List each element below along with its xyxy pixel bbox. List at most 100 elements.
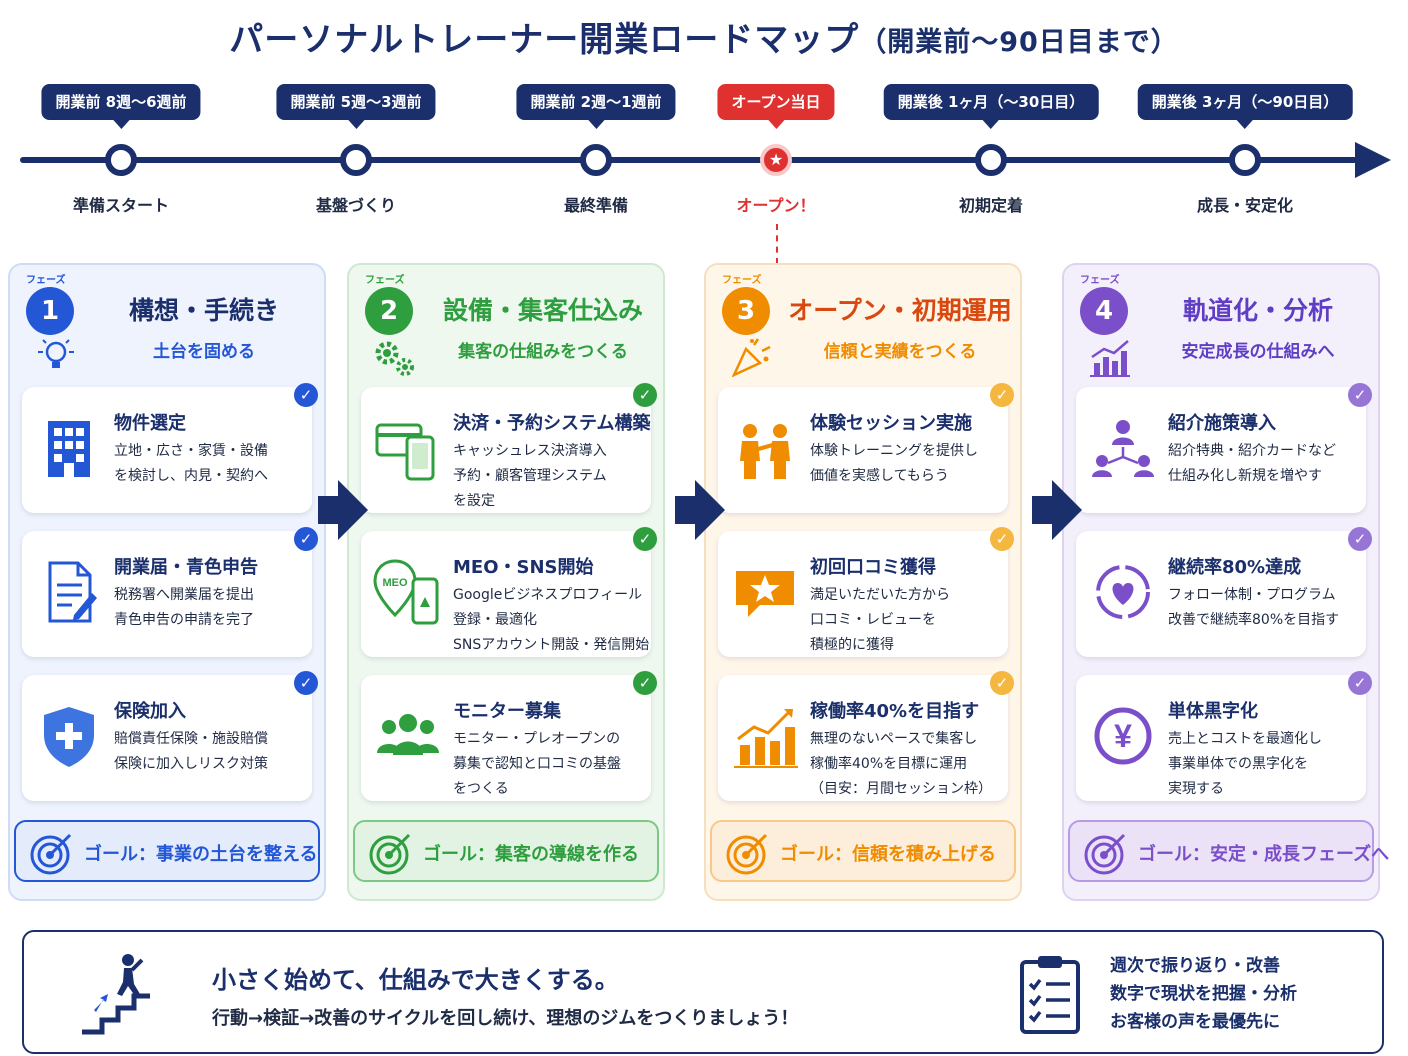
phase-tag: フェーズ bbox=[1080, 275, 1120, 286]
phase-title: オープン・初期運用 bbox=[788, 296, 1012, 325]
card-desc-line: 無理のないペースで集客し bbox=[810, 731, 978, 747]
goal-banner: ゴール：安定・成長フェーズへ bbox=[1068, 820, 1389, 882]
phase-header: フェーズ 4 軌道化・分析 安定成長の仕組みへ bbox=[1064, 265, 1378, 385]
phase-arrow-icon bbox=[318, 480, 368, 540]
timeline-label-5: 開業後 1ヶ月（〜30日目） bbox=[883, 84, 1099, 129]
card-desc-line: フォロー体制・プログラム bbox=[1168, 587, 1336, 603]
check-icon: ✓ bbox=[633, 671, 657, 695]
climbing-stairs-icon bbox=[82, 954, 150, 1035]
card-payment-system: 決済・予約システム構築 キャッシュレス決済導入 予約・顧客管理システム を設定 … bbox=[361, 383, 657, 514]
check-icon: ✓ bbox=[633, 383, 657, 407]
timeline-label-open: オープン当日 bbox=[717, 84, 835, 129]
card-monitor: モニター募集 モニター・プレオープンの 募集で認知と口コミの基盤 をつくる ✓ bbox=[361, 671, 657, 802]
goal-banner: ゴール：信頼を積み上げる bbox=[710, 820, 1016, 882]
title-sub: （開業前〜90日目まで） bbox=[859, 27, 1179, 58]
review-icon bbox=[736, 571, 794, 617]
target-icon bbox=[30, 833, 72, 875]
timeline-name-open: オープン！ bbox=[736, 196, 816, 215]
goal-banner: ゴール：集客の導線を作る bbox=[353, 820, 659, 882]
timeline-label-6: 開業後 3ヶ月（〜90日目） bbox=[1137, 84, 1353, 129]
meo-label: MEO bbox=[382, 577, 408, 589]
card-desc-line: 保険に加入しリスク対策 bbox=[114, 756, 268, 772]
phase-4-column: フェーズ 4 軌道化・分析 安定成長の仕組みへ 紹介施策導入 紹介特典・紹介カー… bbox=[1062, 263, 1389, 901]
card-desc-line: 稼働率40%を目標に運用 bbox=[810, 756, 968, 772]
star-icon: ★ bbox=[760, 144, 792, 176]
check-icon: ✓ bbox=[294, 527, 318, 551]
checklist-icon bbox=[1020, 956, 1080, 1034]
card-title: 保険加入 bbox=[114, 701, 186, 722]
timeline-dot-3 bbox=[580, 144, 612, 176]
card-desc: モニター・プレオープンの 募集で認知と口コミの基盤 をつくる bbox=[453, 727, 649, 802]
card-referral: 紹介施策導入 紹介特典・紹介カードなど 仕組み化し新規を増やす ✓ bbox=[1076, 383, 1372, 513]
card-desc-line: 体験トレーニングを提供し bbox=[810, 443, 978, 459]
card-title: 決済・予約システム構築 bbox=[453, 413, 651, 434]
building-icon bbox=[48, 421, 90, 477]
session-icon bbox=[740, 424, 790, 479]
card-desc-line: 賠償責任保険・施設賠償 bbox=[114, 731, 268, 747]
meo-icon: MEO bbox=[373, 559, 439, 625]
card-desc: 売上とコストを最適化し 事業単体での黒字化を 実現する bbox=[1168, 727, 1364, 802]
yen-symbol: ¥ bbox=[1114, 718, 1132, 754]
card-desc: 満足いただいた方から 口コミ・レビューを 積極的に獲得 bbox=[810, 583, 1006, 658]
card-desc-line: 改善で継続率80%を目指す bbox=[1168, 612, 1340, 628]
footer-point: お客様の声を最優先に bbox=[1110, 1012, 1280, 1032]
card-first-review: 初回口コミ獲得 満足いただいた方から 口コミ・レビューを 積極的に獲得 ✓ bbox=[718, 527, 1014, 658]
growth-chart-icon bbox=[1090, 340, 1130, 377]
card-desc: キャッシュレス決済導入 予約・顧客管理システム を設定 bbox=[453, 439, 649, 514]
party-popper-icon bbox=[731, 338, 771, 377]
card-title: 物件選定 bbox=[114, 413, 186, 434]
timeline-dot-2 bbox=[340, 144, 372, 176]
card-desc: 税務署へ開業届を提出 青色申告の申請を完了 bbox=[114, 583, 310, 633]
phase-title: 軌道化・分析 bbox=[1182, 296, 1333, 325]
card-title: 初回口コミ獲得 bbox=[810, 557, 936, 578]
card-title: モニター募集 bbox=[453, 701, 561, 722]
card-desc-line: 売上とコストを最適化し bbox=[1168, 731, 1322, 747]
card-desc-line: 青色申告の申請を完了 bbox=[114, 612, 254, 628]
phase-subtitle: 安定成長の仕組みへ bbox=[1181, 342, 1335, 362]
card-desc: Googleビジネスプロフィール 登録・最適化 SNSアカウント開設・発信開始 bbox=[453, 583, 649, 658]
card-desc: 体験トレーニングを提供し 価値を実感してもらう bbox=[810, 439, 1006, 489]
timeline-name-2: 基盤づくり bbox=[315, 196, 397, 215]
target-icon bbox=[1084, 833, 1126, 875]
check-icon: ✓ bbox=[990, 671, 1014, 695]
timeline-name-1: 準備スタート bbox=[72, 196, 170, 215]
check-icon: ✓ bbox=[1348, 383, 1372, 407]
goal-text: ゴール：事業の土台を整える bbox=[84, 844, 318, 865]
yen-icon: ¥ bbox=[1094, 707, 1152, 765]
goal-banner: ゴール：事業の土台を整える bbox=[14, 820, 320, 882]
card-profitability: ¥ 単体黒字化 売上とコストを最適化し 事業単体での黒字化を 実現する ✓ bbox=[1076, 671, 1372, 802]
target-icon bbox=[369, 833, 411, 875]
card-desc-line: 紹介特典・紹介カードなど bbox=[1168, 443, 1336, 459]
phase-number: 2 bbox=[365, 287, 413, 335]
referral-icon bbox=[1092, 420, 1154, 477]
timeline-label-1: 開業前 8週〜6週前 bbox=[41, 84, 201, 129]
goal-text: ゴール：安定・成長フェーズへ bbox=[1138, 844, 1390, 865]
timeline-name-5: 初期定着 bbox=[958, 196, 1024, 215]
card-desc: フォロー体制・プログラム 改善で継続率80%を目指す bbox=[1168, 583, 1364, 633]
phase-subtitle: 信頼と実績をつくる bbox=[823, 342, 977, 362]
phase-number: 1 bbox=[26, 287, 74, 335]
gears-icon bbox=[375, 341, 414, 376]
check-icon: ✓ bbox=[990, 527, 1014, 551]
card-desc-line: モニター・プレオープンの bbox=[453, 731, 621, 747]
check-icon: ✓ bbox=[633, 527, 657, 551]
card-desc: 賠償責任保険・施設賠償 保険に加入しリスク対策 bbox=[114, 727, 310, 777]
footer-message-box: 小さく始めて、仕組みで大きくする。 行動→検証→改善のサイクルを回し続け、理想の… bbox=[22, 930, 1384, 1054]
card-desc: 立地・広さ・家賃・設備 を検討し、内見・契約へ bbox=[114, 439, 310, 489]
card-desc: 無理のないペースで集客し 稼働率40%を目標に運用 （目安：月間セッション枠） bbox=[810, 727, 1006, 802]
footer-point: 数字で現状を把握・分析 bbox=[1110, 984, 1297, 1004]
card-desc-line: 実現する bbox=[1168, 781, 1224, 797]
card-property: 物件選定 立地・広さ・家賃・設備 を検討し、内見・契約へ ✓ bbox=[22, 383, 318, 513]
timeline-arrow-icon bbox=[1355, 142, 1391, 178]
check-icon: ✓ bbox=[1348, 527, 1372, 551]
card-desc-line: 税務署へ開業届を提出 bbox=[114, 587, 254, 603]
footer-subtext: 行動→検証→改善のサイクルを回し続け、理想のジムをつくりましょう！ bbox=[212, 1008, 799, 1029]
card-title: 継続率80%達成 bbox=[1168, 557, 1302, 578]
phase-2-column: フェーズ 2 設備・集客仕込み 集客の仕組みをつくる 決済・予約システム構築 キ… bbox=[347, 263, 665, 901]
card-meo-sns: MEO MEO・SNS開始 Googleビジネスプロフィール 登録・最適化 SN… bbox=[361, 527, 657, 658]
card-desc-line: 価値を実感してもらう bbox=[810, 468, 949, 484]
phase-1-column: フェーズ 1 構想・手続き 土台を固める 物件選定 立地・広さ・家賃・設備 を検… bbox=[8, 263, 326, 901]
footer-headline: 小さく始めて、仕組みで大きくする。 bbox=[212, 966, 619, 994]
card-title: 開業届・青色申告 bbox=[114, 557, 258, 578]
title-main: パーソナルトレーナー開業ロードマップ bbox=[229, 20, 860, 60]
